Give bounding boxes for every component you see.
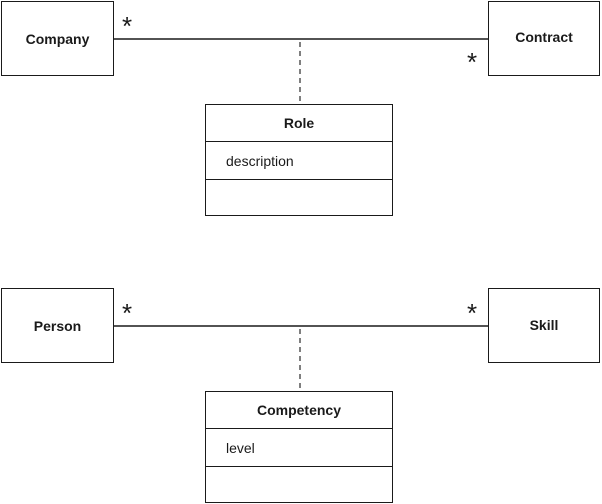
class-skill-name: Skill (529, 316, 559, 333)
class-company-name: Company (25, 30, 90, 47)
class-person: Person (1, 288, 114, 363)
association-class-role-operations (206, 180, 392, 215)
multiplicity-skill: * (467, 298, 478, 328)
association-class-competency-attribute: level (206, 429, 392, 467)
association-class-role-name: Role (206, 105, 392, 142)
association-class-competency: Competency level (205, 391, 393, 503)
association-class-role: Role description (205, 104, 393, 216)
association-class-role-attribute: description (206, 142, 392, 180)
class-person-name: Person (33, 317, 82, 334)
class-company: Company (1, 1, 114, 76)
multiplicity-person: * (122, 298, 133, 328)
class-contract: Contract (488, 1, 600, 76)
class-skill: Skill (488, 288, 600, 363)
association-class-competency-operations (206, 467, 392, 502)
class-contract-name: Contract (515, 29, 573, 45)
multiplicity-company: * (122, 11, 133, 41)
association-class-competency-name: Competency (206, 392, 392, 429)
multiplicity-contract: * (467, 47, 478, 77)
